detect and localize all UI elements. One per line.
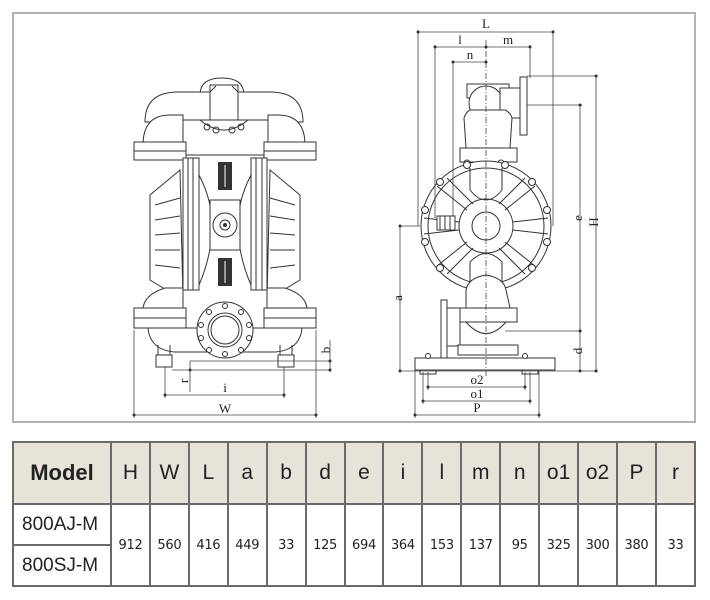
header-n: n	[499, 441, 541, 505]
dim-label-n: n	[467, 47, 474, 62]
dim-label-r: r	[176, 378, 191, 383]
value-e: 694	[343, 503, 385, 587]
front-view-dimensions: W i r b	[132, 330, 333, 418]
value-a: 449	[226, 503, 268, 587]
dim-label-m: m	[503, 32, 513, 47]
header-W: W	[148, 441, 190, 505]
dim-label-L: L	[482, 16, 490, 31]
value-l: 153	[421, 503, 463, 587]
table-header-row: Model H W L a b d e i l m n o1 o2 P r	[12, 441, 697, 505]
model-cell: 800AJ-M	[12, 503, 112, 546]
value-n: 95	[499, 503, 541, 587]
specification-table: Model H W L a b d e i l m n o1 o2 P r 80…	[12, 441, 697, 587]
header-l: l	[421, 441, 463, 505]
header-b: b	[265, 441, 307, 505]
dim-label-P: P	[473, 400, 480, 415]
header-model: Model	[12, 441, 112, 505]
value-i: 364	[382, 503, 424, 587]
header-r: r	[654, 441, 697, 505]
dim-label-H: H	[586, 217, 601, 226]
header-e: e	[343, 441, 385, 505]
header-d: d	[304, 441, 346, 505]
header-i: i	[382, 441, 424, 505]
dim-label-a: a	[390, 295, 405, 301]
dim-label-b: b	[318, 347, 333, 354]
value-o2: 300	[577, 503, 618, 587]
header-P: P	[615, 441, 657, 505]
value-b: 33	[265, 503, 307, 587]
value-m: 137	[460, 503, 502, 587]
model-cell: 800SJ-M	[12, 544, 112, 587]
side-view-dimensions: L l m n a H e d	[390, 16, 601, 418]
technical-drawing: W i r b	[132, 16, 601, 418]
drawing-frame	[12, 12, 696, 423]
value-W: 560	[148, 503, 190, 587]
front-view-pump	[133, 77, 317, 368]
header-a: a	[226, 441, 268, 505]
value-P: 380	[615, 503, 657, 587]
header-m: m	[460, 441, 502, 505]
dim-label-o2: o2	[471, 372, 484, 387]
dim-label-W: W	[219, 401, 232, 416]
table-row: 800SJ-M	[12, 544, 695, 587]
value-r: 33	[654, 503, 697, 587]
value-o1: 325	[538, 503, 580, 587]
header-o1: o1	[538, 441, 580, 505]
value-L: 416	[187, 503, 229, 587]
header-L: L	[187, 441, 229, 505]
table-row: 800AJ-M 912 560 416 449 33 125 694 364 1…	[12, 503, 697, 587]
header-o2: o2	[577, 441, 618, 505]
side-view-pump	[414, 76, 556, 375]
dim-label-e: e	[570, 215, 585, 221]
dim-label-l: l	[458, 32, 462, 47]
value-H: 912	[110, 503, 151, 587]
header-H: H	[110, 441, 151, 505]
value-d: 125	[304, 503, 346, 587]
dim-label-i: i	[223, 380, 227, 395]
dim-label-d: d	[570, 347, 585, 354]
dim-label-o1: o1	[471, 386, 484, 401]
